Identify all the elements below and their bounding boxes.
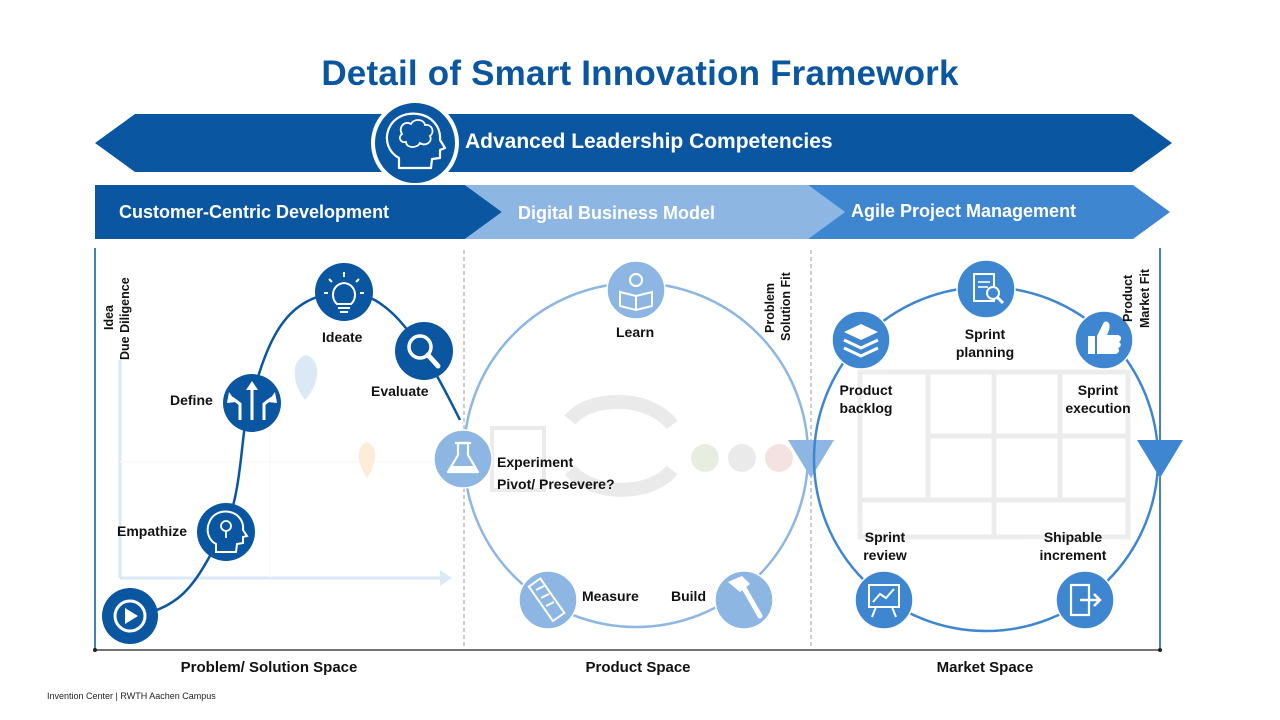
pivot-label: Pivot/ Presevere? [497, 476, 615, 492]
arrows-icon [223, 374, 281, 432]
learn-label: Learn [616, 324, 655, 340]
flask-icon [433, 429, 493, 489]
step-label-empathize: Empathize [117, 523, 188, 539]
problem-label: Problem [763, 282, 777, 333]
hammer-icon [714, 570, 774, 630]
due-diligence-label: Due Diligence [118, 277, 132, 360]
ruler-icon [518, 570, 578, 630]
market-fit-label: Market Fit [1138, 268, 1152, 328]
space-label-market: Market Space [936, 659, 1034, 676]
leadership-banner [95, 114, 1172, 172]
shipable-increment-label: Shipable increment [1039, 529, 1107, 563]
play-icon [102, 588, 158, 644]
lightbulb-icon [315, 263, 373, 321]
page-title: Detail of Smart Innovation Framework [321, 54, 959, 93]
clipboard-search-icon [956, 259, 1016, 319]
chevron-customer-centric [95, 185, 502, 239]
step-label-ideate: Ideate [322, 329, 363, 345]
section-label-digital-business-model: Digital Business Model [518, 203, 716, 223]
exit-door-icon [1055, 570, 1115, 630]
reader-icon [606, 260, 666, 320]
ring-arrow-agile [1137, 440, 1183, 478]
space-label-product: Product Space [585, 659, 691, 676]
sprint-planning-label: Sprint planning [955, 326, 1015, 360]
sprint-execution-label: Sprint execution [1065, 382, 1131, 416]
magnifier-icon [395, 322, 453, 380]
footer-credit: Invention Center | RWTH Aachen Campus [47, 691, 216, 701]
layers-icon [831, 310, 891, 370]
chevron-agile [808, 185, 1170, 239]
section-label-customer-centric: Customer-Centric Development [119, 202, 390, 222]
background-kanban-board [857, 369, 1131, 540]
section-label-agile: Agile Project Management [851, 201, 1077, 221]
head-icon [197, 503, 255, 561]
thumbs-up-icon [1074, 310, 1134, 370]
product-label: Product [1121, 274, 1135, 322]
product-backlog-label: Product backlog [839, 382, 893, 416]
step-label-evaluate: Evaluate [371, 383, 429, 399]
space-label-problem-solution: Problem/ Solution Space [180, 659, 358, 676]
ring-arrow-product [788, 440, 834, 478]
brain-head-icon [371, 99, 459, 187]
background-cycle [490, 394, 793, 497]
idea-due-diligence-label: Idea [102, 304, 116, 330]
solution-fit-label: Solution Fit [779, 272, 793, 341]
measure-label: Measure [582, 588, 639, 604]
chevron-digital-business-model [465, 185, 845, 239]
experiment-label: Experiment [497, 454, 574, 470]
build-label: Build [671, 588, 706, 604]
presentation-icon [854, 570, 914, 630]
banner-label: Advanced Leadership Competencies [465, 130, 833, 153]
step-label-define: Define [170, 392, 213, 408]
sprint-review-label: Sprint review [863, 529, 907, 563]
